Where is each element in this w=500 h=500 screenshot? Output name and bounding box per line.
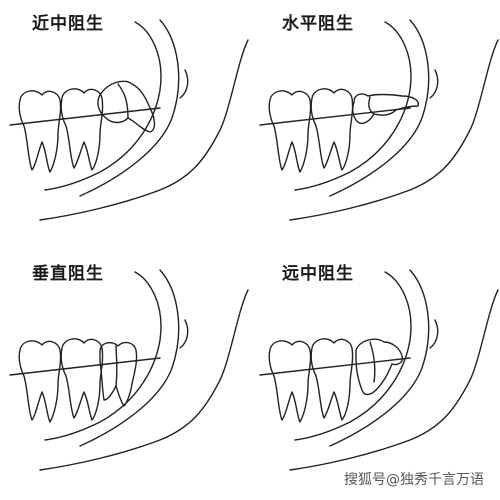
panel-mesial-impaction: 近中阻生 [0,0,250,250]
panel-distal-impaction: 远中阻生 搜狐号@独秀千言万语 [250,250,500,500]
jaw-diagram [9,19,249,221]
panel-vertical-impaction: 垂直阻生 [0,250,250,500]
panel-title: 垂直阻生 [32,264,104,284]
panel-title: 远中阻生 [282,264,354,284]
jaw-diagram [259,269,499,471]
panel-title: 水平阻生 [282,14,354,34]
panel-title: 近中阻生 [32,14,104,34]
jaw-diagram [9,269,249,471]
watermark: 搜狐号@独秀千言万语 [340,468,488,490]
panel-horizontal-impaction: 水平阻生 [250,0,500,250]
jaw-diagram [259,19,499,221]
